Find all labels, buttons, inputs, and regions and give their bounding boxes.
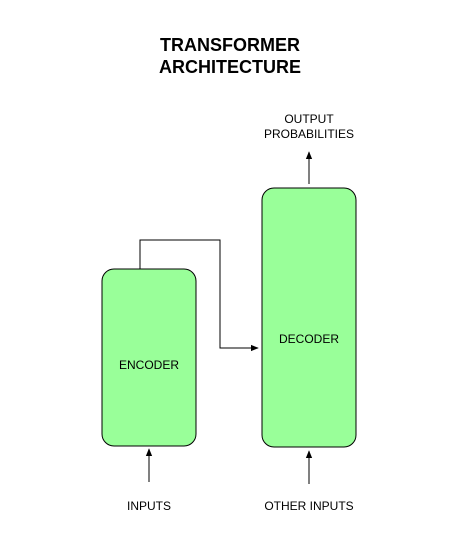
- encoder-to-decoder-arrow: [139, 239, 259, 352]
- title-line-1: TRANSFORMER: [160, 35, 300, 55]
- other-inputs-label: OTHER INPUTS: [264, 499, 353, 513]
- encoder-label: ENCODER: [119, 358, 179, 372]
- output-label-line-1: OUTPUT: [284, 112, 334, 126]
- decoder-block: DECODER: [261, 187, 357, 448]
- inputs-label: INPUTS: [127, 499, 171, 513]
- output-label-line-2: PROBABILITIES: [264, 127, 354, 141]
- decoder-label: DECODER: [279, 332, 339, 346]
- encoder-block: ENCODER: [101, 268, 197, 447]
- title-line-2: ARCHITECTURE: [159, 57, 301, 77]
- decoder-box: [261, 187, 357, 448]
- encoder-box: [101, 268, 197, 447]
- diagram-title: TRANSFORMER ARCHITECTURE: [0, 34, 450, 78]
